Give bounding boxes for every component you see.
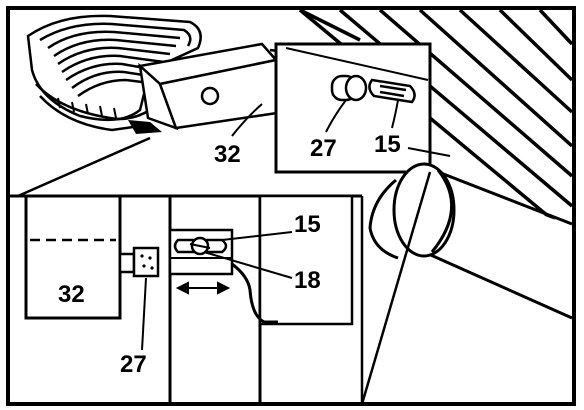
detail-right-plate xyxy=(258,194,354,326)
detail-part-27-dots xyxy=(140,254,154,270)
component-15-slot xyxy=(368,78,416,104)
detail-double-arrow xyxy=(175,281,231,295)
cushion-ticks xyxy=(57,97,117,119)
main-leaders xyxy=(231,99,451,157)
component-27-button xyxy=(330,74,368,102)
tube xyxy=(368,162,573,320)
label-detail-32: 32 xyxy=(58,281,85,308)
projection-lines xyxy=(17,136,432,405)
detail-panel xyxy=(10,194,364,404)
detail-cable xyxy=(231,262,278,324)
label-detail-18: 18 xyxy=(294,267,321,294)
cushion-base xyxy=(128,120,162,134)
main-window xyxy=(274,42,432,174)
label-main-15: 15 xyxy=(374,131,401,158)
seat-cushion xyxy=(26,14,202,132)
label-main-32: 32 xyxy=(214,141,241,168)
detail-part-27 xyxy=(132,246,160,278)
window-arc xyxy=(285,47,429,81)
label-detail-15: 15 xyxy=(294,211,321,238)
label-detail-27: 27 xyxy=(120,351,147,378)
detail-leaders xyxy=(141,231,293,351)
lever-hole xyxy=(200,86,220,106)
label-main-27: 27 xyxy=(310,135,337,162)
detail-connector xyxy=(118,252,136,274)
